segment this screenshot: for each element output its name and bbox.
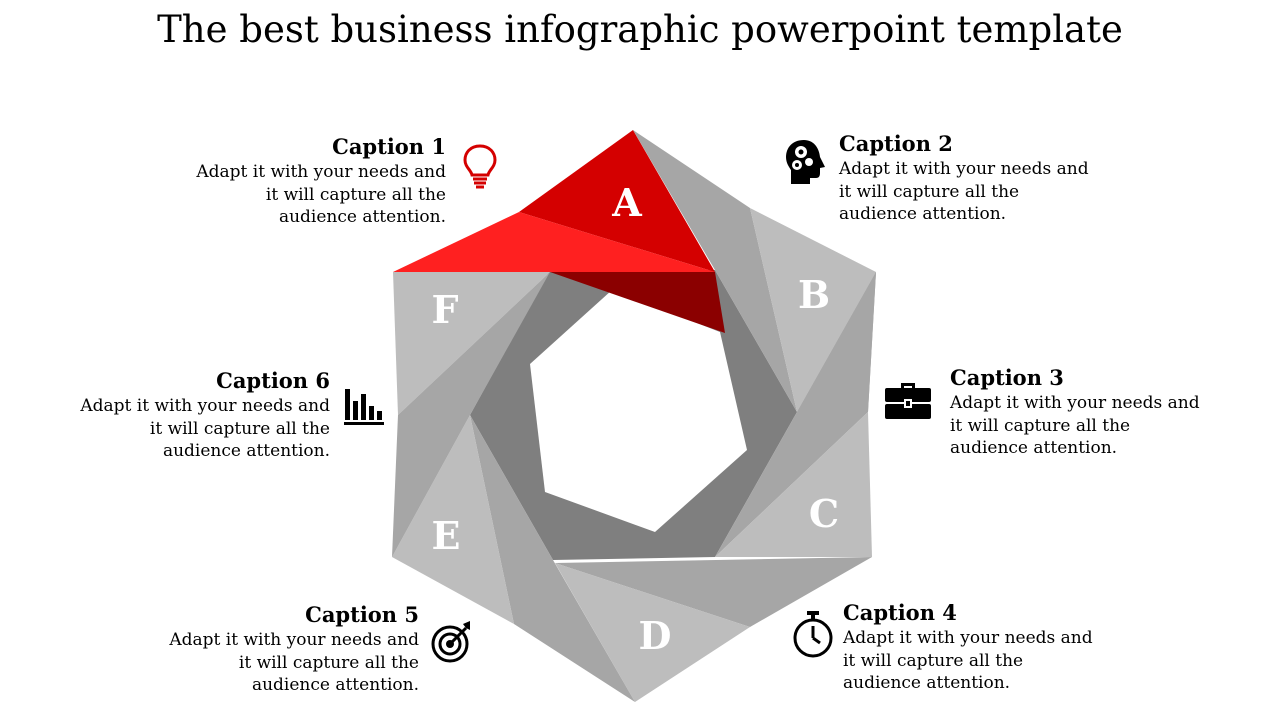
segment-label-d: D bbox=[639, 613, 672, 658]
segment-label-f: F bbox=[432, 287, 459, 332]
caption-3-heading: Caption 3 bbox=[950, 365, 1064, 390]
caption-2: Caption 2 Adapt it with your needs and i… bbox=[839, 130, 1099, 226]
caption-1-text: Adapt it with your needs and it will cap… bbox=[196, 162, 446, 227]
stopwatch-icon bbox=[793, 611, 833, 658]
caption-6: Caption 6 Adapt it with your needs and i… bbox=[70, 367, 330, 463]
caption-3: Caption 3 Adapt it with your needs and i… bbox=[950, 364, 1210, 460]
segment-a bbox=[393, 130, 725, 333]
caption-3-text: Adapt it with your needs and it will cap… bbox=[950, 393, 1200, 458]
segment-label-c: C bbox=[809, 491, 839, 536]
briefcase-icon bbox=[885, 383, 931, 419]
segment-c bbox=[715, 272, 876, 557]
head-gears-icon bbox=[786, 140, 825, 184]
caption-4-heading: Caption 4 bbox=[843, 600, 957, 625]
caption-4-text: Adapt it with your needs and it will cap… bbox=[843, 628, 1093, 693]
segment-label-e: E bbox=[432, 513, 461, 558]
page-title: The best business infographic powerpoint… bbox=[157, 8, 1123, 51]
caption-4: Caption 4 Adapt it with your needs and i… bbox=[843, 599, 1103, 695]
segment-f bbox=[393, 272, 550, 415]
target-icon bbox=[431, 621, 470, 663]
caption-5-text: Adapt it with your needs and it will cap… bbox=[169, 630, 419, 695]
caption-6-heading: Caption 6 bbox=[216, 368, 330, 393]
segment-d bbox=[555, 557, 872, 702]
caption-2-heading: Caption 2 bbox=[839, 131, 953, 156]
segment-e bbox=[392, 415, 635, 702]
bar-chart-icon bbox=[344, 389, 384, 425]
inner-hole bbox=[530, 290, 747, 532]
lightbulb-icon bbox=[463, 144, 497, 189]
caption-5: Caption 5 Adapt it with your needs and i… bbox=[159, 601, 419, 697]
caption-1: Caption 1 Adapt it with your needs and i… bbox=[186, 133, 446, 229]
segment-label-a: A bbox=[611, 180, 642, 225]
segment-label-b: B bbox=[798, 272, 830, 317]
caption-1-heading: Caption 1 bbox=[332, 134, 446, 159]
caption-6-text: Adapt it with your needs and it will cap… bbox=[80, 396, 330, 461]
caption-5-heading: Caption 5 bbox=[305, 602, 419, 627]
caption-2-text: Adapt it with your needs and it will cap… bbox=[839, 159, 1089, 224]
